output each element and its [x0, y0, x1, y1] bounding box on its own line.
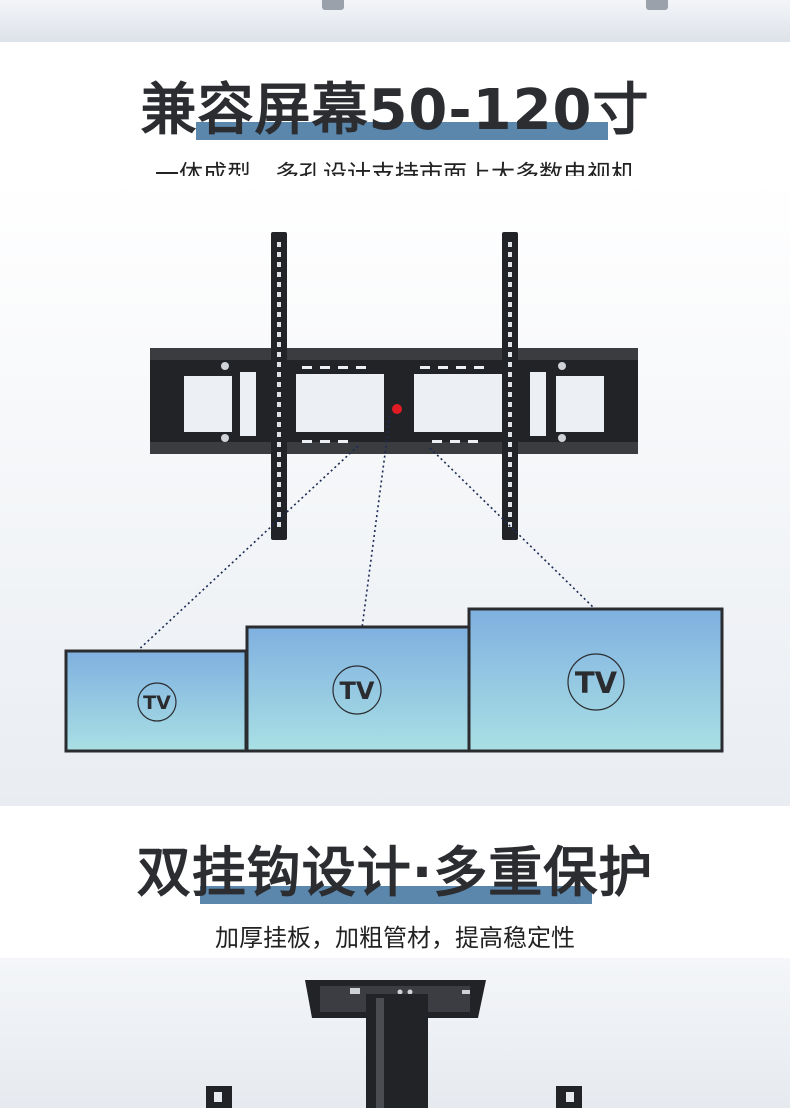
section1-title-underline — [196, 122, 608, 140]
compatibility-illustration-panel: TV TV TV — [0, 176, 790, 806]
stand-foot-left — [322, 0, 344, 10]
section2-heading: 双挂钩设计·多重保护 — [0, 838, 790, 912]
vertical-arm-left — [271, 232, 287, 540]
section1-title: 兼容屏幕50-120寸 — [140, 78, 650, 143]
section2-title: 双挂钩设计·多重保护 — [136, 841, 654, 904]
section1-heading: 兼容屏幕50-120寸 — [0, 78, 790, 148]
connector-lines — [133, 415, 595, 655]
stand-foot-right — [646, 0, 668, 10]
wall-mount-bracket — [150, 348, 638, 454]
hook-left — [206, 1086, 232, 1108]
compatibility-illustration: TV TV TV — [64, 232, 724, 753]
double-hook-illustration — [206, 980, 582, 1108]
vertical-arm-right — [502, 232, 518, 540]
section2-subtitle: 加厚挂板，加粗管材，提高稳定性 — [215, 924, 575, 952]
support-tube — [366, 994, 428, 1108]
hook-right — [556, 1086, 582, 1108]
section2-title-underline — [200, 886, 592, 904]
center-point-marker — [392, 404, 402, 414]
tv-small-label: TV — [143, 692, 171, 714]
tv-large: TV — [467, 607, 724, 753]
tv-medium: TV — [245, 625, 471, 753]
tv-large-label: TV — [575, 666, 618, 700]
double-hook-illustration-panel — [0, 958, 790, 1108]
tv-medium-label: TV — [340, 677, 375, 705]
top-product-strip — [0, 0, 790, 42]
tv-small: TV — [64, 649, 248, 753]
